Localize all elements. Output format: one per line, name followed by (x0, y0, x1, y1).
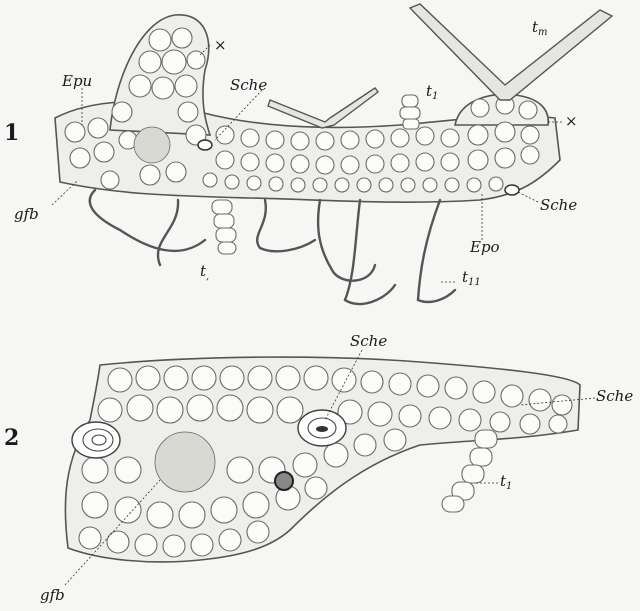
leader-lines (51, 44, 596, 586)
label-epo: Epo (470, 238, 500, 256)
cells-fig2 (78, 365, 573, 558)
label-x-left: × (214, 36, 227, 54)
label-sche-right-fig2: Sche (596, 387, 634, 405)
label-tm-main: t (532, 18, 539, 36)
label-t11-main: t (462, 268, 469, 286)
label-x-right: × (565, 112, 578, 130)
uniseriate-hair-bottom (211, 199, 237, 255)
sclerenchyma-ring-left (71, 421, 121, 459)
stellate-hair-large (408, 3, 614, 101)
sclerenchyma-ring-top (197, 139, 213, 151)
label-gfb-fig1: gfb (14, 205, 39, 223)
uniseriate-hair-top (399, 94, 421, 130)
label-t1-fig2: t1 (500, 472, 512, 492)
figure-2-number: 2 (4, 425, 20, 451)
label-sche-top-fig2: Sche (350, 332, 388, 350)
label-t1-bottom: t, (200, 262, 209, 282)
label-tm: tm (532, 18, 548, 38)
stellate-hair-middle (267, 87, 379, 129)
label-tm-sub: m (538, 27, 548, 38)
label-t1-bottom-main: t (200, 262, 207, 280)
label-sche-top-fig1: Sche (230, 76, 268, 94)
vascular-bundle-fig2 (154, 431, 216, 493)
long-hairs (88, 188, 457, 306)
label-t11-sub: 11 (468, 277, 481, 288)
label-t1-bottom-sub: , (206, 271, 210, 282)
uniseriate-hair-fig2 (441, 429, 498, 513)
sclerenchyma-ring-center (297, 409, 347, 447)
label-t1-fig2-sub: 1 (506, 481, 513, 492)
label-sche-right-fig1: Sche (540, 196, 578, 214)
sclerenchyma-ring-right (504, 184, 520, 196)
figure-1-number: 1 (4, 120, 20, 146)
label-t1-top-main: t (426, 82, 433, 100)
label-t1-top-sub: 1 (432, 91, 439, 102)
vascular-bundle-fig1 (133, 126, 171, 164)
label-t1-top: t1 (426, 82, 438, 102)
label-epu: Epu (62, 72, 93, 90)
stellate-crystal (274, 471, 294, 491)
label-t1-fig2-main: t (500, 472, 507, 490)
label-gfb-fig2: gfb (40, 586, 65, 604)
cells-fig1 (64, 27, 540, 193)
label-t11: t11 (462, 268, 481, 288)
